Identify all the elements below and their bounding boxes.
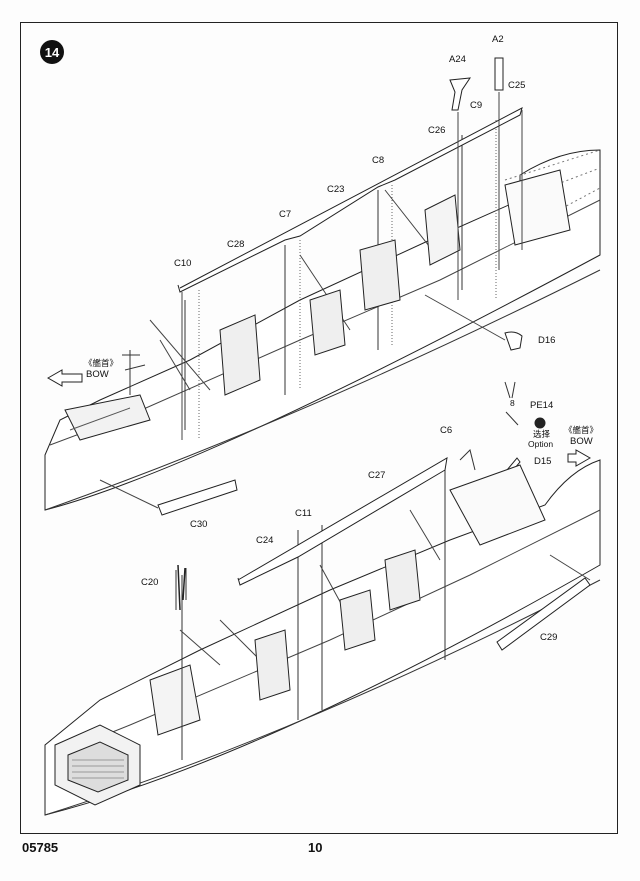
- label-c26: C26: [428, 125, 445, 136]
- label-c6: C6: [440, 425, 452, 436]
- part-pe14: [504, 381, 516, 399]
- bow-bottom-en: BOW: [570, 436, 593, 447]
- page-number: 10: [308, 840, 323, 855]
- part-c27-rail: [237, 457, 448, 586]
- step-frame: [20, 22, 618, 834]
- label-d16: D16: [538, 335, 555, 346]
- part-c20: [177, 564, 186, 611]
- label-c11: C11: [295, 508, 312, 519]
- label-a24: A24: [449, 54, 466, 65]
- label-c23: C23: [327, 184, 344, 195]
- label-c30: C30: [190, 519, 207, 530]
- upper-parts: ?: [99, 57, 546, 516]
- bow-top-en: BOW: [86, 369, 109, 380]
- upper-ship: [44, 120, 601, 511]
- label-c28: C28: [227, 239, 244, 250]
- label-c27: C27: [368, 470, 385, 481]
- bow-top-cn: 《艦首》: [84, 358, 118, 368]
- label-pe14-count: 8: [510, 398, 515, 408]
- label-c10: C10: [174, 258, 191, 269]
- label-c24: C24: [256, 535, 273, 546]
- label-c7: C7: [279, 209, 291, 220]
- option-cn: 选择: [533, 429, 551, 439]
- label-c8: C8: [372, 155, 384, 166]
- part-c30: [157, 479, 238, 516]
- part-d16: [504, 331, 523, 351]
- svg-text:?: ?: [538, 422, 542, 428]
- label-a2: A2: [492, 34, 504, 45]
- label-pe14: PE14: [530, 400, 553, 411]
- step-number: 14: [45, 45, 60, 60]
- option-en: Option: [528, 439, 553, 449]
- label-c9: C9: [470, 100, 482, 111]
- lower-parts: [177, 457, 591, 651]
- step-badge: 14: [40, 40, 64, 64]
- part-c28-rail: [177, 107, 523, 293]
- part-a2: [494, 57, 504, 91]
- lower-ship: [44, 449, 601, 816]
- part-a24: [449, 77, 472, 111]
- label-c25: C25: [508, 80, 525, 91]
- label-d15: D15: [534, 456, 551, 467]
- catalog-number: 05785: [22, 840, 59, 855]
- bow-arrow-top: [46, 369, 83, 387]
- label-c20: C20: [141, 577, 158, 588]
- bow-bottom-cn: 《艦首》: [564, 425, 598, 435]
- option-icon: [534, 417, 546, 429]
- labels: A2 A24 C25 C9 C26 C8 C23 C7 C28 C10 D16 …: [84, 34, 598, 643]
- part-c29: [496, 577, 591, 651]
- bow-arrow-bottom: [567, 449, 592, 467]
- label-c29: C29: [540, 632, 557, 643]
